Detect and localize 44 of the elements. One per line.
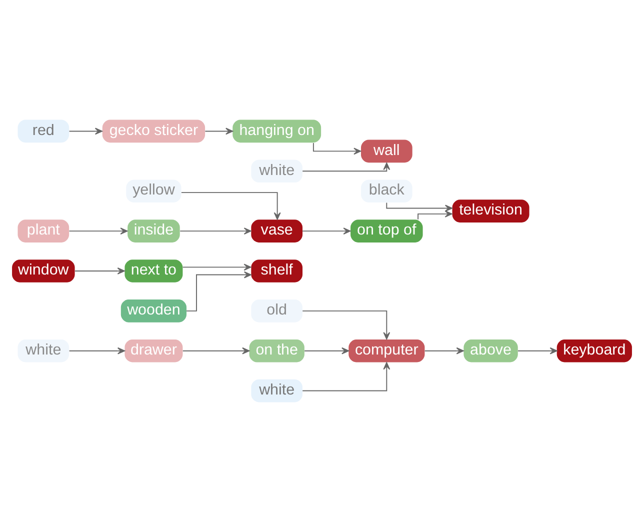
arrow [418, 210, 452, 220]
node-box: computer [348, 338, 425, 362]
node-box: above [464, 338, 518, 362]
node-box: window [12, 259, 75, 282]
node-box: white [251, 159, 302, 182]
arrow [182, 263, 252, 270]
node-box: yellow [126, 179, 182, 202]
node-box: inside [128, 219, 180, 242]
arrow [204, 127, 234, 134]
node-box: wooden [120, 299, 186, 322]
arrow [424, 346, 464, 354]
node-box: hanging on [232, 119, 322, 142]
arrow [68, 346, 125, 354]
arrow [386, 202, 452, 212]
arrow [304, 346, 350, 354]
arrow [74, 267, 125, 274]
arrow [68, 227, 128, 234]
arrow [302, 162, 390, 172]
node-box: on top of [350, 219, 423, 242]
node-box: drawer [124, 338, 183, 362]
node-box: white [251, 378, 302, 402]
arrow [68, 127, 102, 134]
node-box: keyboard [556, 338, 632, 362]
node-box: on the [249, 338, 304, 362]
node-box: vase [251, 219, 302, 242]
arrow [180, 192, 281, 220]
node-box: wall [360, 139, 412, 162]
node-box: shelf [251, 259, 302, 282]
node-box: plant [18, 219, 70, 242]
arrow [312, 142, 362, 154]
arrow [302, 310, 390, 340]
node-box: white [18, 338, 70, 362]
node-box: red [18, 119, 70, 142]
arrow [518, 346, 558, 354]
arrow [180, 227, 252, 234]
node-box: old [251, 299, 302, 322]
node-box: gecko sticker [102, 119, 206, 142]
arrow [302, 227, 351, 234]
arrow [182, 346, 250, 354]
arrow [302, 362, 390, 391]
node-box: black [360, 179, 412, 202]
arrow [186, 270, 252, 311]
node-box: next to [124, 259, 183, 282]
node-box: television [452, 199, 530, 222]
